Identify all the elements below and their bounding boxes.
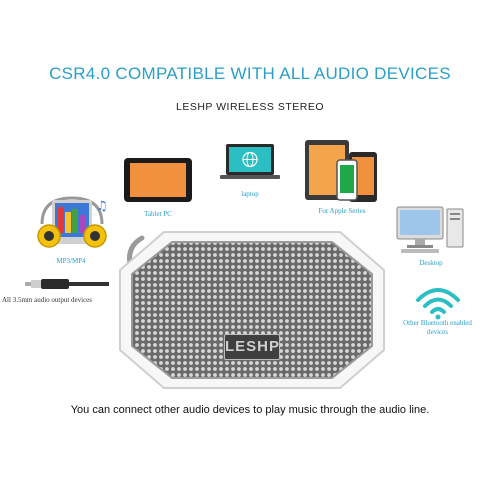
bluetooth-wifi-icon: [414, 284, 462, 320]
audio-jack-icon: [25, 277, 110, 291]
tablet-pc-label: Tablet PC: [144, 210, 172, 218]
mp3-player-icon: ♫: [36, 194, 108, 254]
svg-text:♫: ♫: [96, 199, 108, 214]
aux-label: All 3.5mm audio output devices: [2, 296, 93, 304]
tablet-pc-icon: [123, 157, 193, 203]
desktop-label: Desktop: [419, 259, 443, 267]
speaker-brand-logo: LESHP: [225, 338, 281, 355]
mp3-label: MP3/MP4: [56, 257, 86, 265]
headline: CSR4.0 COMPATIBLE WITH ALL AUDIO DEVICES: [49, 64, 451, 83]
desktop-icon: [395, 203, 467, 255]
caption: You can connect other audio devices to p…: [70, 404, 430, 416]
apple-devices-icon: [303, 138, 381, 204]
laptop-icon: [218, 142, 282, 182]
speaker-image: [116, 228, 388, 392]
laptop-label: laptop: [241, 190, 259, 198]
apple-label: For Apple Series: [318, 207, 366, 215]
bluetooth-label: Other Bluetooth enabled devices: [403, 319, 472, 336]
subheadline: LESHP WIRELESS STEREO: [175, 101, 324, 113]
speaker-brand-plate: LESHP: [224, 334, 280, 360]
